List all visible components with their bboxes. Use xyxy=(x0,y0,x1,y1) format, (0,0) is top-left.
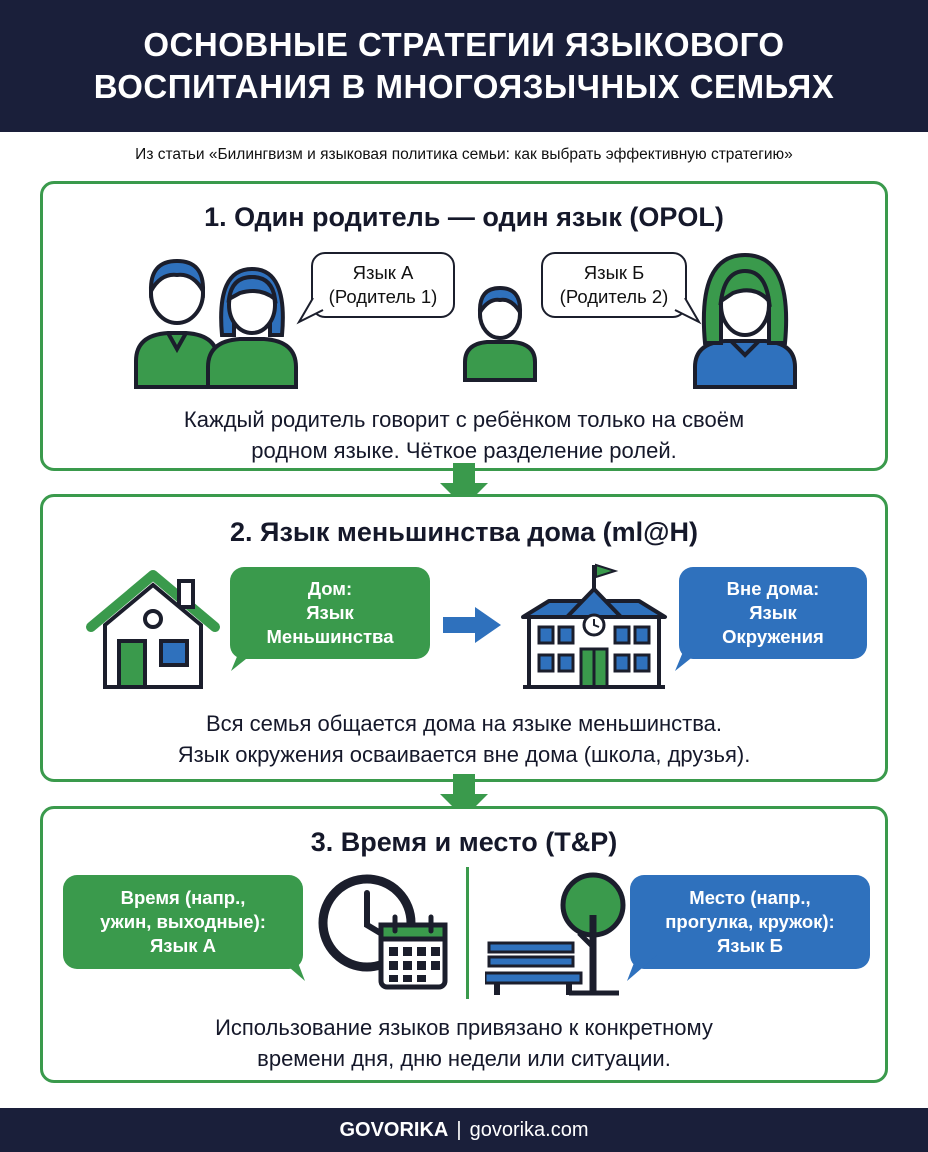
bubble-line: (Родитель 2) xyxy=(559,286,669,307)
strategy-description-minority: Вся семья общается дома на языке меньшин… xyxy=(43,708,885,770)
description-line: Вся семья общается дома на языке меньшин… xyxy=(205,711,723,736)
down-arrow-icon xyxy=(440,774,488,818)
description-line: родном языке. Чёткое разделение ролей. xyxy=(251,438,677,463)
bubble-line: Язык А xyxy=(352,262,414,283)
strategy-card-opol: 1. Один родитель — один язык (OPOL) Язык… xyxy=(40,181,888,471)
park-bench-tree-icon xyxy=(485,872,626,996)
strategy-title-minority: 2. Язык меньшинства дома (ml@H) xyxy=(230,517,698,547)
speech-bubble-language-b: Язык Б (Родитель 2) xyxy=(541,252,687,318)
child-icon xyxy=(463,285,537,382)
header-banner: ОСНОВНЫЕ СТРАТЕГИИ ЯЗЫКОВОГО ВОСПИТАНИЯ … xyxy=(0,0,928,132)
bubble-tail-icon xyxy=(275,955,305,981)
footer-site-link[interactable]: govorika.com xyxy=(469,1118,589,1141)
strategy-description-opol: Каждый родитель говорит с ребёнком тольк… xyxy=(43,404,885,466)
bubble-line: Дом: xyxy=(307,578,353,599)
bubble-tail-icon xyxy=(296,297,324,325)
bubble-line: Язык Б xyxy=(716,935,783,956)
strategy-description-time-place: Использование языков привязано к конкрет… xyxy=(43,1012,885,1074)
footer-separator: | xyxy=(456,1118,462,1141)
right-arrow-icon xyxy=(443,607,501,643)
bubble-tail-icon xyxy=(627,955,657,981)
speech-bubble-language-a: Язык А (Родитель 1) xyxy=(311,252,455,318)
bubble-home-language: Дом: Язык Меньшинства xyxy=(230,567,430,659)
bubble-line: прогулка, кружок): xyxy=(665,911,835,932)
bubble-line: Место (напр., xyxy=(689,887,811,908)
bubble-line: Вне дома: xyxy=(726,578,820,599)
bubble-line: (Родитель 1) xyxy=(328,286,438,307)
page-title-line-1: ОСНОВНЫЕ СТРАТЕГИИ ЯЗЫКОВОГО xyxy=(143,26,785,63)
bubble-line: ужин, выходные): xyxy=(100,911,266,932)
house-icon xyxy=(86,570,220,689)
bubble-tail-icon xyxy=(231,647,261,671)
bubble-tail-icon xyxy=(674,297,702,325)
source-caption: Из статьи «Билингвизм и языковая политик… xyxy=(135,146,793,163)
bubble-line: Язык xyxy=(749,602,797,623)
bubble-line: Язык А xyxy=(149,935,217,956)
footer-brand: GOVORIKA xyxy=(339,1118,449,1141)
bubble-tail-icon xyxy=(675,647,705,671)
parent-woman-icon xyxy=(693,252,797,389)
description-line: Использование языков привязано к конкрет… xyxy=(215,1015,713,1040)
strategy-card-minority-language: 2. Язык меньшинства дома (ml@H) Дом: Язы… xyxy=(40,494,888,782)
school-building-icon xyxy=(521,563,667,689)
bubble-line: Язык Б xyxy=(583,262,645,283)
bubble-line: Язык xyxy=(306,602,354,623)
strategy-title-time-place: 3. Время и место (T&P) xyxy=(310,827,618,857)
clock-calendar-icon xyxy=(318,874,448,990)
bubble-line: Время (напр., xyxy=(120,887,246,908)
footer-bar: GOVORIKA | govorika.com xyxy=(0,1108,928,1152)
page-title-line-2: ВОСПИТАНИЯ В МНОГОЯЗЫЧНЫХ СЕМЬЯХ xyxy=(93,68,835,105)
parents-icon xyxy=(134,258,298,389)
bubble-place-language: Место (напр., прогулка, кружок): Язык Б xyxy=(630,875,870,969)
description-line: Язык окружения осваивается вне дома (шко… xyxy=(177,742,751,767)
description-line: времени дня, дню недели или ситуации. xyxy=(257,1046,671,1071)
strategy-title-opol: 1. Один родитель — один язык (OPOL) xyxy=(204,202,724,232)
bubble-line: Окружения xyxy=(722,626,824,647)
down-arrow-icon xyxy=(440,463,488,507)
bubble-outside-language: Вне дома: Язык Окружения xyxy=(679,567,867,659)
bubble-line: Меньшинства xyxy=(266,626,394,647)
section-divider xyxy=(466,867,469,999)
strategy-card-time-place: 3. Время и место (T&P) Время (напр., ужи… xyxy=(40,806,888,1083)
bubble-time-language: Время (напр., ужин, выходные): Язык А xyxy=(63,875,303,969)
description-line: Каждый родитель говорит с ребёнком тольк… xyxy=(183,407,745,432)
